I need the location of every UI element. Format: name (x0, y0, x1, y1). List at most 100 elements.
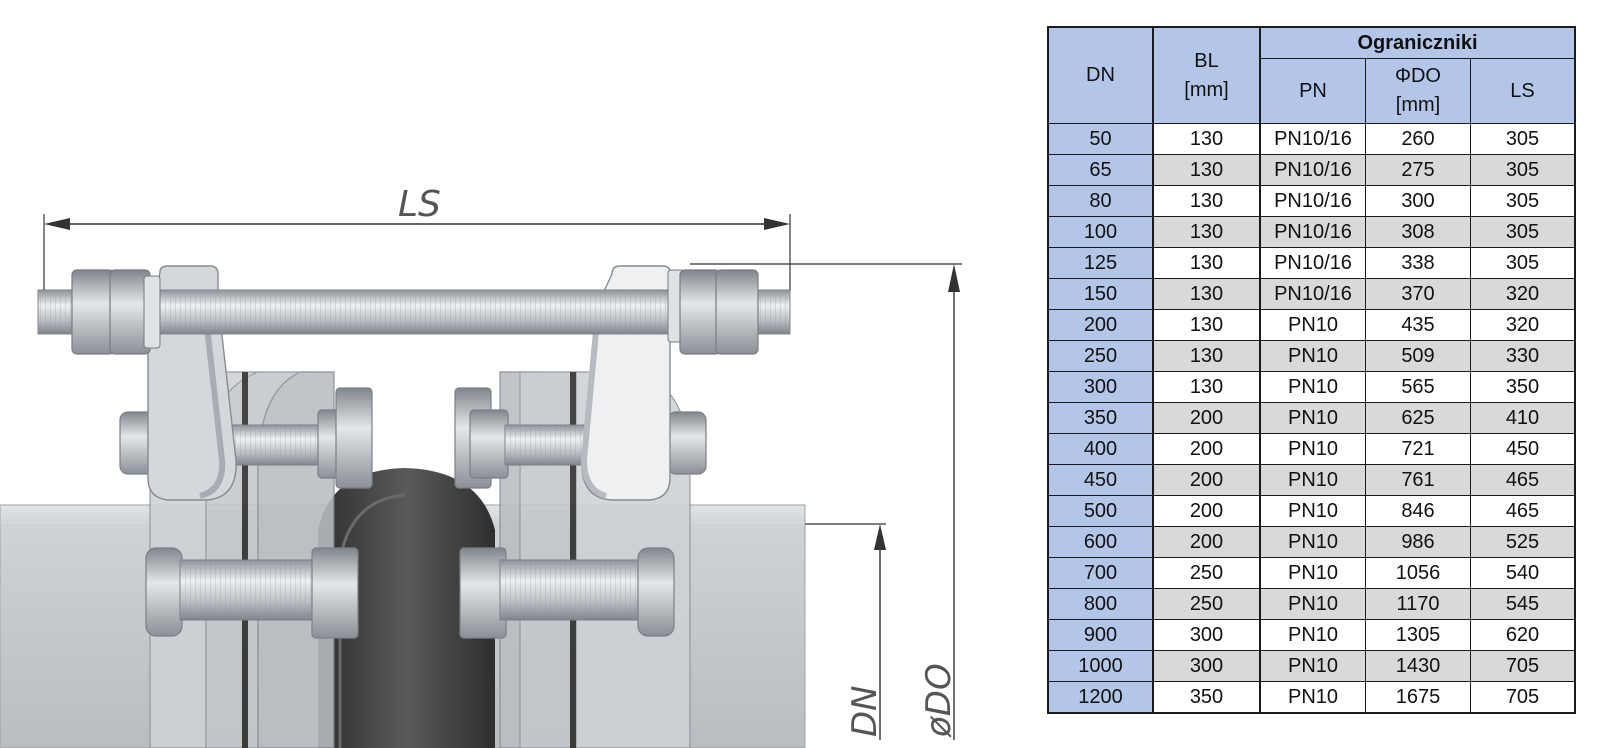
cell-dn: 50 (1047, 123, 1154, 155)
dn-dimension (805, 523, 886, 740)
cell-ls: 305 (1470, 185, 1576, 217)
cell-ls: 705 (1470, 681, 1576, 714)
cell-bl: 130 (1152, 185, 1261, 217)
limit-rod (37, 269, 791, 355)
cell-pn: PN10/16 (1259, 123, 1366, 155)
cell-pn: PN10 (1259, 371, 1366, 403)
cell-dn: 450 (1047, 464, 1154, 496)
cell-do: 435 (1365, 309, 1471, 341)
cell-ls: 705 (1470, 650, 1576, 682)
cell-bl: 130 (1152, 216, 1261, 248)
cell-dn: 250 (1047, 340, 1154, 372)
cell-pn: PN10 (1259, 495, 1366, 527)
table-header-row: DN BL [mm] Ograniczniki (1047, 26, 1576, 124)
cell-do: 1305 (1365, 619, 1471, 651)
cell-do: 275 (1365, 154, 1471, 186)
cell-ls: 320 (1470, 309, 1576, 341)
cell-do: 1056 (1365, 557, 1471, 589)
cell-pn: PN10 (1259, 650, 1366, 682)
cell-dn: 1200 (1047, 681, 1154, 714)
cell-ls: 540 (1470, 557, 1576, 589)
cell-pn: PN10/16 (1259, 216, 1366, 248)
cell-bl: 130 (1152, 278, 1261, 310)
cell-bl: 130 (1152, 371, 1261, 403)
cell-pn: PN10 (1259, 526, 1366, 558)
cell-do: 509 (1365, 340, 1471, 372)
cell-pn: PN10 (1259, 340, 1366, 372)
cell-bl: 200 (1152, 495, 1261, 527)
cell-pn: PN10 (1259, 557, 1366, 589)
cell-ls: 305 (1470, 216, 1576, 248)
cell-ls: 350 (1470, 371, 1576, 403)
cell-dn: 125 (1047, 247, 1154, 279)
cell-ls: 525 (1470, 526, 1576, 558)
cell-ls: 330 (1470, 340, 1576, 372)
cell-do: 721 (1365, 433, 1471, 465)
header-bl-label: BL (1194, 49, 1219, 72)
cell-bl: 130 (1152, 309, 1261, 341)
cell-do: 308 (1365, 216, 1471, 248)
cell-ls: 465 (1470, 495, 1576, 527)
cell-do: 565 (1365, 371, 1471, 403)
expansion-joint-drawing: LS DN øDO (0, 184, 962, 748)
cell-pn: PN10 (1259, 433, 1366, 465)
cell-bl: 250 (1152, 588, 1261, 620)
ls-dimension (43, 214, 791, 290)
cell-dn: 400 (1047, 433, 1154, 465)
cell-dn: 100 (1047, 216, 1154, 248)
cell-do: 1675 (1365, 681, 1471, 714)
cell-ls: 545 (1470, 588, 1576, 620)
cell-ls: 305 (1470, 123, 1576, 155)
cell-do: 761 (1365, 464, 1471, 496)
header-group-ograniczniki: Ograniczniki (1259, 26, 1576, 59)
cell-bl: 200 (1152, 526, 1261, 558)
cell-dn: 600 (1047, 526, 1154, 558)
cell-do: 300 (1365, 185, 1471, 217)
flange-bolts-lower (145, 547, 675, 639)
cell-do: 846 (1365, 495, 1471, 527)
cell-dn: 500 (1047, 495, 1154, 527)
cell-do: 1430 (1365, 650, 1471, 682)
cell-ls: 410 (1470, 402, 1576, 434)
cell-ls: 465 (1470, 464, 1576, 496)
header-bl: BL [mm] (1152, 26, 1261, 124)
cell-dn: 700 (1047, 557, 1154, 589)
cell-dn: 1000 (1047, 650, 1154, 682)
cell-ls: 305 (1470, 154, 1576, 186)
cell-do: 1170 (1365, 588, 1471, 620)
limit-rod-spec-table: DN BL [mm] Ograniczniki PN ΦDO [mm] LS 5… (1047, 26, 1576, 714)
cell-ls: 320 (1470, 278, 1576, 310)
cell-pn: PN10 (1259, 681, 1366, 714)
cell-ls: 620 (1470, 619, 1576, 651)
cell-bl: 200 (1152, 402, 1261, 434)
cell-bl: 200 (1152, 433, 1261, 465)
cell-pn: PN10 (1259, 588, 1366, 620)
cell-dn: 900 (1047, 619, 1154, 651)
do-dimension (690, 263, 962, 740)
cell-bl: 350 (1152, 681, 1261, 714)
cell-bl: 130 (1152, 340, 1261, 372)
ls-dimension-label: LS (398, 184, 441, 225)
cell-do: 370 (1365, 278, 1471, 310)
header-do-label: ΦDO (1395, 65, 1441, 87)
cell-dn: 300 (1047, 371, 1154, 403)
header-do: ΦDO [mm] (1365, 58, 1471, 124)
cell-do: 338 (1365, 247, 1471, 279)
cell-bl: 250 (1152, 557, 1261, 589)
